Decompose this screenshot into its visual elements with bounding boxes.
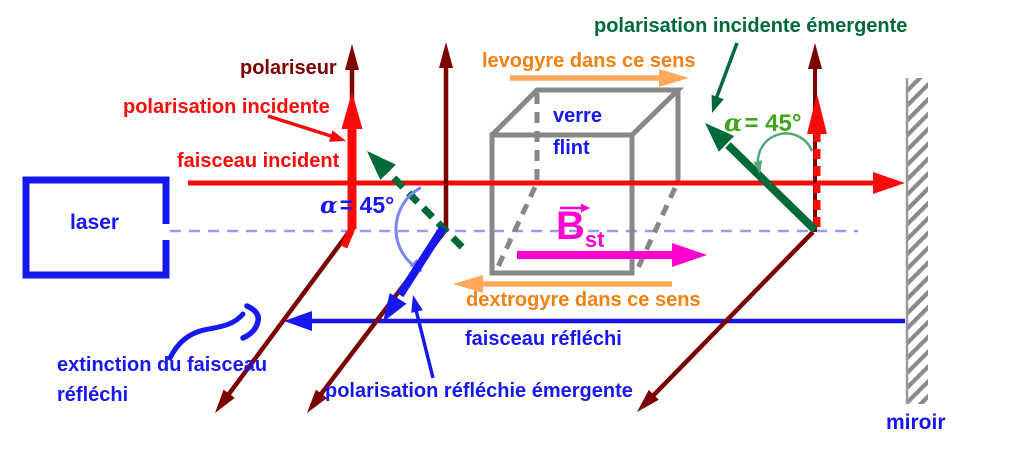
label-extinction-line1: extinction du faisceau [57, 354, 268, 376]
extinction-curve [167, 311, 246, 361]
label-dextrogyre: dextrogyre dans ce sens [466, 289, 701, 311]
polarizer-axis-1-down-arrowhead [215, 389, 235, 413]
polarizer-axis-3-up-arrowhead [808, 43, 822, 69]
green-arc-arrowhead [753, 160, 763, 174]
levogyre-arrowhead [659, 69, 689, 87]
label-polarisation-reflechie-emergente: polarisation réfléchie émergente [325, 380, 633, 402]
incident-polarization-arrow [340, 92, 363, 249]
dextrogyre-arrowhead [453, 275, 483, 293]
b-field-subscript: st [584, 227, 605, 252]
red-pointer-shaft [267, 114, 335, 139]
pointer-polarisation-reflechie [411, 295, 435, 379]
b-field-arrow [517, 243, 707, 267]
mirror [905, 78, 928, 404]
label-laser: laser [70, 211, 120, 234]
reflected-beam-arrowhead [284, 311, 312, 331]
green-pointer-shaft [714, 42, 739, 100]
incident-beam [188, 172, 905, 194]
label-polariseur: polariseur [240, 57, 337, 79]
alpha-value: = 45° [744, 110, 802, 137]
incident-polarization-arrowhead [341, 92, 363, 129]
green-arc [756, 132, 814, 173]
polarizer-axis-1-up-arrowhead [345, 44, 359, 70]
label-extinction-line2: réfléchi [57, 384, 129, 406]
extinction-chevron [240, 303, 262, 341]
label-levogyre: levogyre dans ce sens [482, 50, 696, 72]
label-verre: verre [553, 105, 602, 127]
incident-polarization-stub [340, 226, 356, 249]
label-flint: flint [553, 137, 590, 159]
b-vector-overline-arrow [560, 203, 590, 213]
blue-arc [394, 186, 423, 273]
blue-pointer-shaft [414, 309, 435, 379]
alpha-symbol: α [724, 108, 743, 137]
label-miroir: miroir [886, 411, 946, 434]
emergent-incident-polarization-dashed-arrow [807, 94, 827, 232]
alpha-value: = 45° [339, 192, 395, 218]
blue-pointer-arrowhead [411, 295, 423, 313]
b-vector-overline-head [581, 203, 590, 213]
polarizer-axis-1-diagonal [218, 228, 353, 408]
green-pointer-arrowhead [711, 94, 724, 113]
pointer-polarisation-incidente [267, 114, 346, 142]
cube-solid-edges [489, 87, 685, 276]
reflected-polarization-arrow [383, 225, 447, 322]
laser-box [22, 176, 170, 279]
label-b-field: Bst [556, 206, 604, 251]
alpha-symbol: α [320, 192, 338, 219]
polarizer-axis-2-down-arrowhead [307, 389, 328, 413]
green-solid-shaft [725, 142, 818, 233]
red-dashed-arrowhead [807, 94, 827, 134]
red-pointer-arrowhead [329, 130, 346, 142]
extinction-freehand-arrow [167, 303, 262, 361]
rotated-polarization-dashed-arrow [367, 151, 465, 250]
label-faisceau-incident: faisceau incident [177, 150, 340, 172]
polarizer-axis-3-down-arrowhead [637, 389, 659, 412]
green-solid-arrowhead [705, 123, 735, 152]
label-polarisation-incidente-emergente: polarisation incidente émergente [594, 15, 908, 37]
angle-arc-right [753, 132, 814, 174]
green-dashed-shaft [383, 167, 465, 250]
reflected-beam [284, 311, 905, 331]
label-alpha-45-emergente: α= 45° [724, 110, 801, 136]
polarizer-axis-3-diagonal [643, 230, 815, 406]
pointer-polarisation-emergente [711, 42, 739, 113]
label-alpha-45-incident: α= 45° [320, 193, 394, 218]
reflected-polarization-shaft [396, 225, 447, 298]
polarizer-axis-3 [637, 43, 822, 412]
mirror-hatch [907, 78, 928, 404]
green-dashed-arrowhead [367, 151, 396, 180]
emergent-polarization-solid-arrow [705, 123, 818, 233]
label-polarisation-incidente: polarisation incidente [123, 96, 330, 118]
incident-beam-arrowhead [873, 172, 905, 194]
polarizer-axis-2-up-arrowhead [439, 42, 453, 68]
levogyre-arrow [510, 69, 689, 87]
label-faisceau-reflechi: faisceau réfléchi [465, 328, 622, 350]
b-field-arrowhead [672, 243, 707, 267]
dextrogyre-arrow [453, 275, 672, 293]
b-field-letter: B [556, 204, 585, 248]
reflected-polarization-arrowhead [383, 293, 407, 322]
